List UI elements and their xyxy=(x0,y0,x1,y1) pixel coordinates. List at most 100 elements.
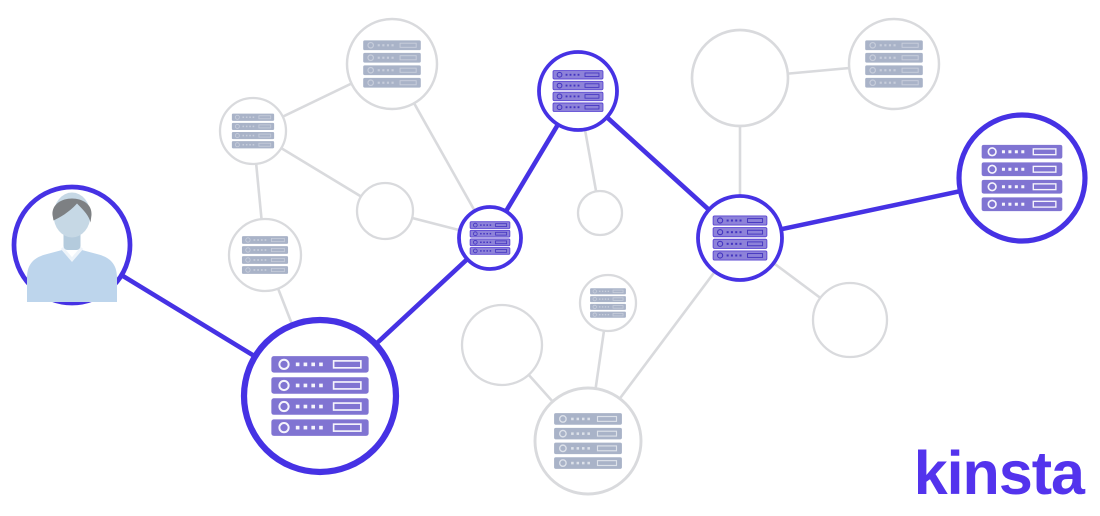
led-dot-icon xyxy=(260,269,263,271)
node-origin-server xyxy=(240,316,400,476)
led-dot-icon xyxy=(1021,202,1025,206)
led-dot-icon xyxy=(573,84,576,87)
led-ring-icon xyxy=(367,41,375,49)
led-dot-icon xyxy=(577,95,580,98)
drive-slot-icon xyxy=(271,267,285,273)
led-ring-icon xyxy=(367,54,375,62)
node-gray-server-bottom-small xyxy=(578,273,638,333)
led-ring-icon xyxy=(234,133,240,139)
led-dot-icon xyxy=(1001,185,1005,189)
led-dot-icon xyxy=(391,56,394,59)
node-gray-server-left-small xyxy=(218,96,288,166)
led-ring-icon xyxy=(556,93,563,100)
person-collar xyxy=(60,246,84,262)
led-dot-icon xyxy=(319,362,323,367)
led-dot-icon xyxy=(377,56,380,59)
led-dot-icon xyxy=(386,56,390,59)
led-dot-icon xyxy=(893,56,896,59)
drive-slot-icon xyxy=(332,381,362,390)
drive-slot-icon xyxy=(1032,148,1057,156)
led-dot-icon xyxy=(480,224,482,226)
drive-slot-icon xyxy=(271,257,285,263)
drive-slot-icon xyxy=(747,241,764,247)
led-ring-icon xyxy=(234,123,240,129)
led-dot-icon xyxy=(295,362,300,367)
led-dot-icon xyxy=(249,143,251,146)
led-ring-icon xyxy=(234,142,240,148)
led-dot-icon xyxy=(726,254,729,257)
led-dot-icon xyxy=(252,116,255,119)
led-dot-icon xyxy=(486,232,488,235)
drive-slot-icon xyxy=(258,124,272,129)
active-node-circle xyxy=(457,205,523,271)
led-dot-icon xyxy=(601,290,604,293)
led-ring-icon xyxy=(234,114,240,120)
drive-slot-icon xyxy=(596,460,618,467)
drive-slot-icon xyxy=(399,55,417,61)
led-dot-icon xyxy=(604,290,607,293)
led-dot-icon xyxy=(573,73,576,76)
node-relay-server-top xyxy=(537,50,619,132)
server-bar xyxy=(363,65,421,76)
led-dot-icon xyxy=(252,143,255,146)
led-dot-icon xyxy=(601,306,604,308)
led-ring-icon xyxy=(987,199,997,209)
drive-slot-icon xyxy=(271,247,285,253)
drive-slot-icon xyxy=(901,55,919,61)
node-gray-node-center xyxy=(576,189,624,237)
led-ring-icon xyxy=(473,240,478,245)
drive-slot-icon xyxy=(596,430,618,437)
led-dot-icon xyxy=(303,404,308,409)
led-dot-icon xyxy=(581,447,585,450)
led-dot-icon xyxy=(726,219,729,222)
led-dot-icon xyxy=(483,232,485,235)
led-dot-icon xyxy=(884,81,887,84)
led-dot-icon xyxy=(884,44,887,47)
led-ring-icon xyxy=(473,231,478,236)
led-dot-icon xyxy=(601,313,604,316)
led-dot-icon xyxy=(260,239,263,241)
led-dot-icon xyxy=(577,106,580,109)
node-gray-node-bottom-left xyxy=(460,303,544,387)
led-dot-icon xyxy=(581,432,585,435)
led-dot-icon xyxy=(382,44,385,47)
led-dot-icon xyxy=(245,143,248,146)
drive-slot-icon xyxy=(495,231,508,236)
led-dot-icon xyxy=(264,239,267,241)
led-dot-icon xyxy=(573,95,576,98)
drive-slot-icon xyxy=(596,415,618,422)
led-dot-icon xyxy=(730,231,733,234)
inactive-node-circle xyxy=(355,181,415,241)
led-dot-icon xyxy=(260,259,263,261)
person-hair xyxy=(52,198,92,223)
inactive-node-circle xyxy=(847,17,941,111)
led-dot-icon xyxy=(245,116,248,119)
led-ring-icon xyxy=(869,79,877,87)
drive-slot-icon xyxy=(747,218,764,223)
led-dot-icon xyxy=(565,106,568,109)
led-dot-icon xyxy=(319,425,323,430)
led-dot-icon xyxy=(604,306,607,308)
led-dot-icon xyxy=(1001,202,1005,206)
server-bar xyxy=(241,246,289,254)
led-dot-icon xyxy=(489,224,492,226)
node-gray-node-top xyxy=(690,28,790,128)
led-dot-icon xyxy=(576,432,580,435)
node-gray-server-top-right xyxy=(847,17,941,111)
server-bar xyxy=(865,65,923,76)
led-dot-icon xyxy=(599,313,601,316)
server-bar xyxy=(231,113,275,121)
node-gray-server-left-mid xyxy=(227,217,303,293)
led-dot-icon xyxy=(1008,167,1012,171)
led-ring-icon xyxy=(278,379,290,392)
led-dot-icon xyxy=(1001,150,1005,154)
led-dot-icon xyxy=(581,417,585,421)
node-user xyxy=(11,184,133,306)
led-dot-icon xyxy=(735,231,738,234)
led-dot-icon xyxy=(571,447,574,450)
led-dot-icon xyxy=(249,125,251,128)
server-bar xyxy=(231,122,275,131)
led-ring-icon xyxy=(717,217,724,224)
led-ring-icon xyxy=(717,252,724,259)
led-dot-icon xyxy=(577,84,580,87)
